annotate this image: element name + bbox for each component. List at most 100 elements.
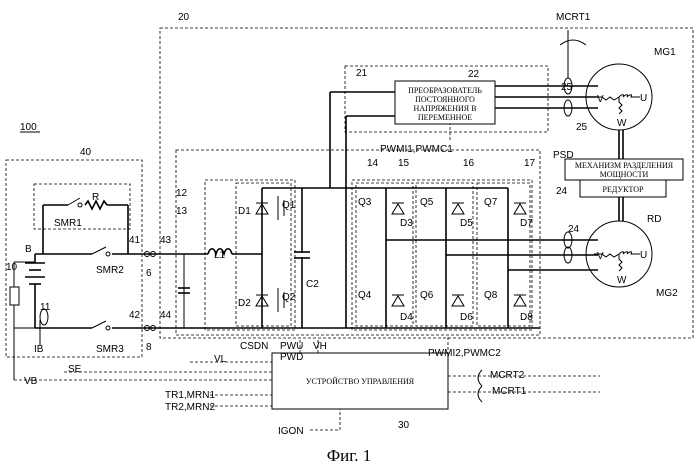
label-u2: U [640, 250, 647, 261]
voltage-sensor-10 [10, 287, 19, 305]
smr3-node [106, 326, 110, 330]
label-q7: Q7 [484, 197, 498, 208]
label-d2: D2 [238, 298, 251, 309]
label-c2: C2 [306, 279, 319, 290]
label-rd: RD [647, 214, 661, 225]
label-17: 17 [524, 158, 536, 169]
label-21: 21 [356, 68, 368, 79]
winding-mg2-u [619, 252, 640, 254]
converter-text-3: НАПРЯЖЕНИЯ В [414, 104, 477, 113]
psd-text-1: МЕХАНИЗМ РАЗДЕЛЕНИЯ [575, 161, 674, 170]
label-csdn: CSDN [240, 341, 268, 352]
label-12: 12 [176, 188, 188, 199]
label-smr1: SMR1 [54, 218, 82, 229]
label-d1: D1 [238, 206, 251, 217]
mcrt2-arc [478, 370, 482, 386]
label-tr1: TR1,MRN1 [165, 390, 215, 401]
label-d4: D4 [400, 312, 413, 323]
label-30: 30 [398, 420, 410, 431]
figure-caption: Фиг. 1 [327, 446, 372, 465]
label-mg1: MG1 [654, 47, 676, 58]
winding-mg2-w [619, 254, 622, 271]
label-40: 40 [80, 147, 92, 158]
label-se: SE [68, 364, 82, 375]
smr3-contact [92, 321, 106, 328]
label-q5: Q5 [420, 197, 434, 208]
label-8: 8 [146, 342, 152, 353]
psd-text-2: МОЩНОСТИ [600, 170, 649, 179]
smr1-node [78, 203, 82, 207]
label-mg2: MG2 [656, 288, 678, 299]
label-u1: U [640, 93, 647, 104]
label-tr2: TR2,MRN2 [165, 402, 215, 413]
inverter-leg-17 [508, 188, 526, 328]
label-v2: V [597, 251, 604, 262]
label-psd: PSD [553, 150, 574, 161]
control-text: УСТРОЙСТВО УПРАВЛЕНИЯ [306, 377, 415, 386]
label-20: 20 [178, 12, 190, 23]
label-r: R [92, 192, 99, 203]
inverter-leg-16 [446, 188, 464, 328]
label-11: 11 [40, 302, 51, 313]
label-igon: IGON [278, 426, 304, 437]
label-44: 44 [160, 310, 172, 321]
label-42: 42 [129, 310, 141, 321]
label-vl: VL [214, 354, 227, 365]
label-smr2: SMR2 [96, 265, 124, 276]
label-v1: V [597, 94, 604, 105]
label-q3: Q3 [358, 197, 372, 208]
label-pwu: PWU [280, 341, 303, 352]
mcrt1-ctrl-arc [478, 386, 482, 402]
label-d3: D3 [400, 218, 413, 229]
label-w2: W [617, 275, 627, 286]
label-d8: D8 [520, 312, 533, 323]
label-pwm2: PWMI2,PWMC2 [428, 348, 501, 359]
label-14: 14 [367, 158, 379, 169]
label-mcrt1-ctrl: MCRT1 [492, 386, 527, 397]
pcu-frame-12 [176, 150, 540, 335]
converter-text-1: ПРЕОБРАЗОВАТЕЛЬ [408, 86, 482, 95]
label-b: B [25, 244, 32, 255]
label-q6: Q6 [420, 290, 434, 301]
label-16: 16 [463, 158, 475, 169]
label-15: 15 [398, 158, 410, 169]
label-d5: D5 [460, 218, 473, 229]
label-d6: D6 [460, 312, 473, 323]
mcrt1-arc [560, 40, 586, 45]
smr2-contact [92, 247, 106, 254]
smr2-node [106, 252, 110, 256]
label-vb: VB [24, 376, 38, 387]
label-pwm1: PWMI1,PWMC1 [380, 144, 453, 155]
label-mcrt2: MCRT2 [490, 370, 525, 381]
label-13: 13 [176, 206, 188, 217]
winding-mg1-w [619, 97, 622, 114]
winding-mg1-u [619, 95, 640, 97]
label-vh: VH [313, 341, 327, 352]
inverter-leg-15 [386, 188, 404, 328]
label-ib: IB [34, 344, 44, 355]
label-43: 43 [160, 235, 172, 246]
label-sys-id: 100 [20, 122, 37, 133]
label-6: 6 [146, 268, 152, 279]
converter-text-4: ПЕРЕМЕННОЕ [418, 113, 472, 122]
label-22: 22 [468, 69, 480, 80]
label-25a: 25 [561, 82, 573, 93]
label-41: 41 [129, 235, 141, 246]
label-d7: D7 [520, 218, 533, 229]
label-q1: Q1 [282, 200, 296, 211]
label-l1: L1 [214, 250, 226, 261]
label-mcrt1-top: MCRT1 [556, 12, 591, 23]
label-24b: 24 [568, 224, 580, 235]
label-q4: Q4 [358, 290, 372, 301]
cap-c2-gap [296, 253, 308, 257]
label-q8: Q8 [484, 290, 498, 301]
label-q2: Q2 [282, 292, 296, 303]
label-24a: 24 [556, 186, 568, 197]
label-10: 10 [6, 262, 18, 273]
label-w1: W [617, 118, 627, 129]
converter-text-2: ПОСТОЯННОГО [415, 95, 475, 104]
label-smr3: SMR3 [96, 344, 124, 355]
label-pwd: PWD [280, 352, 303, 363]
